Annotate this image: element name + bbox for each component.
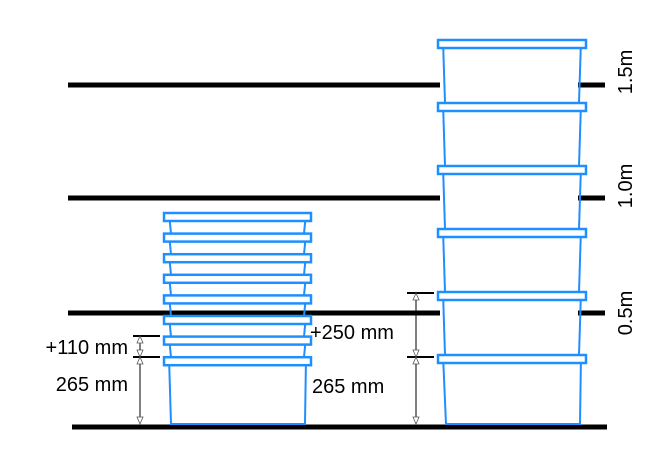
left-increment-label: +110 mm — [46, 337, 128, 359]
crate-rim — [162, 232, 313, 243]
height-label-1-5m: 1.5m — [615, 50, 637, 94]
crate-side — [442, 165, 582, 230]
crate-rim — [436, 164, 588, 176]
crate-rim — [162, 355, 313, 367]
crate-rim — [436, 101, 588, 113]
left-increment-dimension-arrow-top — [136, 334, 144, 344]
left-increment-dimension-arrow-bottom — [136, 349, 144, 359]
dimension-markers — [133, 291, 434, 426]
crate-body — [442, 354, 582, 425]
right-base-dimension-arrow-bottom — [412, 416, 420, 426]
height-label-0-5m: 0.5m — [615, 291, 637, 335]
left-crate-stack — [162, 211, 313, 425]
crate-rim — [436, 290, 588, 302]
crate-rim — [436, 227, 588, 239]
right-base-dimension-arrow-top — [412, 355, 420, 365]
right-crate-stack — [436, 38, 588, 425]
crate-rim — [162, 335, 313, 346]
right-increment-dimension-arrow-bottom — [412, 349, 420, 359]
crate-rim — [162, 252, 313, 264]
left-base-label: 265 mm — [56, 374, 128, 396]
crate-side — [442, 102, 582, 167]
crate-rim — [162, 294, 313, 305]
left-base-dimension-arrow-top — [136, 355, 144, 365]
crate-rim — [436, 38, 588, 50]
left-base-dimension-arrow-bottom — [136, 416, 144, 426]
height-label-1-0m: 1.0m — [615, 164, 637, 208]
crate-side — [442, 228, 582, 293]
crate-body — [168, 357, 307, 425]
height-lines — [68, 82, 607, 430]
crate-rim — [162, 211, 313, 223]
right-increment-dimension-arrow-top — [412, 291, 420, 301]
right-base-label: 265 mm — [312, 376, 384, 398]
crate-side — [442, 39, 582, 104]
crate-side — [442, 291, 582, 356]
crate-rim — [162, 273, 313, 285]
crate-rim — [436, 353, 588, 365]
right-increment-label: +250 mm — [310, 322, 394, 344]
crate-rim — [162, 314, 313, 326]
